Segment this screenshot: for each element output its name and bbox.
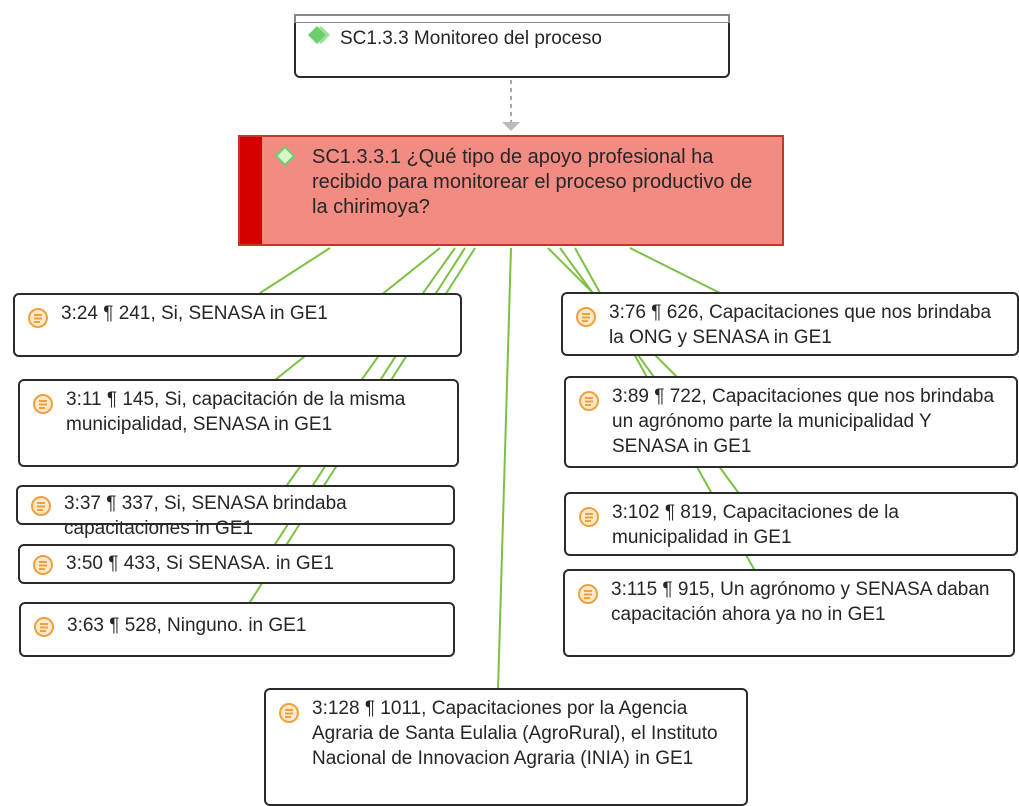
quote-label: 3:11 ¶ 145, Si, capacitación de la misma…	[66, 389, 406, 435]
quote-label: 3:37 ¶ 337, Si, SENASA brindaba capacita…	[64, 493, 347, 539]
quotation-icon	[579, 507, 599, 527]
code-diamond-icon	[274, 145, 296, 167]
quote-label: 3:128 ¶ 1011, Capacitaciones por la Agen…	[312, 698, 718, 769]
quote-node-q1[interactable]: 3:24 ¶ 241, Si, SENASA in GE1	[13, 293, 462, 357]
quotation-icon	[28, 308, 48, 328]
link	[259, 247, 331, 294]
quote-node-q2[interactable]: 3:11 ¶ 145, Si, capacitación de la misma…	[18, 379, 459, 467]
quotation-icon	[279, 703, 299, 723]
quotation-icon	[578, 584, 598, 604]
quotation-icon	[33, 394, 53, 414]
question-code-label: SC1.3.3.1 ¿Qué tipo de apoyo profesional…	[312, 146, 753, 218]
link	[629, 247, 721, 294]
quotation-icon	[33, 555, 53, 575]
code-color-strip	[240, 137, 262, 244]
quote-label: 3:89 ¶ 722, Capacitaciones que nos brind…	[612, 386, 995, 457]
quote-label: 3:63 ¶ 528, Ninguno. in GE1	[67, 615, 307, 636]
quote-node-q8[interactable]: 3:102 ¶ 819, Capacitaciones de la munici…	[564, 492, 1018, 556]
quote-node-q3[interactable]: 3:37 ¶ 337, Si, SENASA brindaba capacita…	[16, 485, 455, 539]
quotation-icon	[31, 496, 51, 516]
quote-label: 3:115 ¶ 915, Un agrónomo y SENASA daban …	[611, 579, 990, 625]
quote-node-q5[interactable]: 3:63 ¶ 528, Ninguno. in GE1	[19, 602, 455, 657]
question-code-node[interactable]: SC1.3.3.1 ¿Qué tipo de apoyo profesional…	[238, 135, 784, 246]
quotation-icon	[576, 307, 596, 327]
root-code-node[interactable]: SC1.3.3 Monitoreo del proceso	[294, 14, 730, 78]
quote-label: 3:24 ¶ 241, Si, SENASA in GE1	[61, 303, 328, 324]
quote-label: 3:102 ¶ 819, Capacitaciones de la munici…	[612, 502, 899, 548]
quote-node-q7[interactable]: 3:89 ¶ 722, Capacitaciones que nos brind…	[564, 376, 1018, 468]
link	[497, 247, 512, 691]
code-diamond-icon	[308, 26, 330, 44]
quote-node-q6[interactable]: 3:76 ¶ 626, Capacitaciones que nos brind…	[561, 292, 1019, 356]
node-top-bar	[294, 14, 730, 23]
quote-node-q4[interactable]: 3:50 ¶ 433, Si SENASA. in GE1	[18, 544, 455, 584]
quote-label: 3:76 ¶ 626, Capacitaciones que nos brind…	[609, 302, 992, 348]
quotation-icon	[34, 617, 54, 637]
quote-label: 3:50 ¶ 433, Si SENASA. in GE1	[66, 553, 334, 574]
quote-node-q10[interactable]: 3:128 ¶ 1011, Capacitaciones por la Agen…	[264, 688, 748, 806]
root-code-label: SC1.3.3 Monitoreo del proceso	[340, 28, 602, 49]
arrow-head-icon	[502, 122, 520, 131]
quote-node-q9[interactable]: 3:115 ¶ 915, Un agrónomo y SENASA daban …	[563, 569, 1015, 657]
quotation-icon	[579, 391, 599, 411]
